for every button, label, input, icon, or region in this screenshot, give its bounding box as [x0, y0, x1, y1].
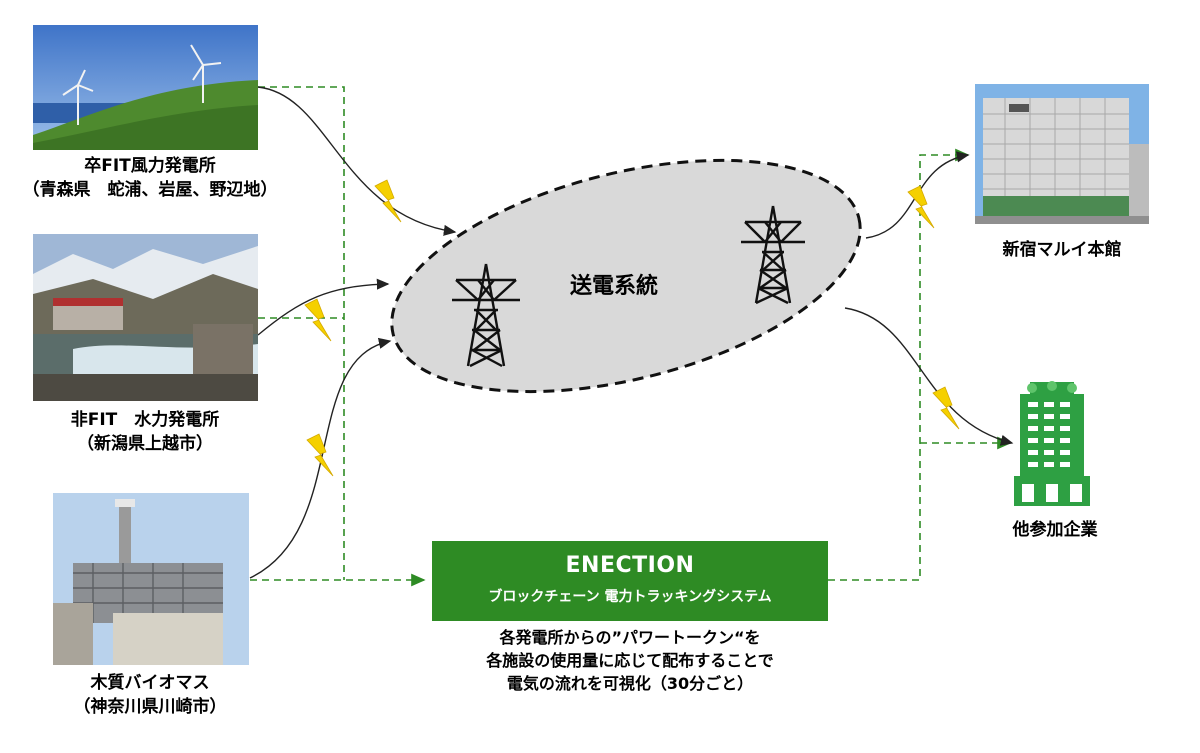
source-label-wind: 卒FIT風力発電所 （青森県 蛇浦、岩屋、野辺地） — [0, 154, 300, 202]
consumer-label-others: 他参加企業 — [1012, 520, 1098, 540]
power-line-hydro — [257, 278, 390, 336]
enection-system-box: ENECTION ブロックチェーン 電力トラッキングシステム — [432, 541, 828, 621]
source-location: （新潟県上越市） — [77, 434, 213, 454]
source-label-biomass: 木質バイオマス （神奈川県川崎市） — [0, 671, 300, 719]
lightning-bolt-icon — [304, 298, 332, 342]
enection-title: ENECTION — [565, 553, 695, 578]
biomass-plant-photo — [53, 493, 249, 665]
description-line: 各発電所からの”パワートークン“を — [499, 628, 761, 647]
wind-turbine-photo — [33, 25, 258, 150]
enection-description: 各発電所からの”パワートークン“を 各施設の使用量に応じて配布することで 電気の… — [400, 626, 860, 695]
power-line-wind — [257, 86, 457, 236]
lightning-bolt-icon — [907, 185, 935, 229]
description-line: 各施設の使用量に応じて配布することで — [486, 651, 774, 670]
hydro-plant-photo — [33, 234, 258, 401]
power-line-others — [844, 307, 1014, 446]
source-name: 卒FIT風力発電所 — [84, 156, 216, 176]
department-store-photo — [975, 84, 1149, 224]
source-location: （神奈川県川崎市） — [73, 697, 227, 717]
lightning-bolt-icon — [374, 179, 402, 223]
consumer-label-marui: 新宿マルイ本館 — [1002, 240, 1122, 260]
source-location: （青森県 蛇浦、岩屋、野辺地） — [22, 180, 278, 200]
tracking-line-wind — [258, 86, 345, 580]
office-building-windows — [1022, 402, 1082, 502]
power-grid-label: 送電系統 — [570, 274, 659, 299]
power-grid-ellipse — [390, 158, 862, 394]
lightning-bolt-icons — [304, 179, 960, 477]
source-name: 非FIT 水力発電所 — [70, 410, 220, 430]
enection-subtitle: ブロックチェーン 電力トラッキングシステム — [488, 589, 772, 605]
transmission-tower-icon — [452, 263, 520, 368]
lightning-bolt-icon — [306, 433, 334, 477]
source-label-hydro: 非FIT 水力発電所 （新潟県上越市） — [0, 408, 290, 456]
description-line: 電気の流れを可視化（30分ごと） — [506, 674, 754, 693]
source-name: 木質バイオマス — [90, 673, 210, 693]
transmission-tower-icon — [741, 205, 805, 305]
lightning-bolt-icon — [932, 386, 960, 430]
